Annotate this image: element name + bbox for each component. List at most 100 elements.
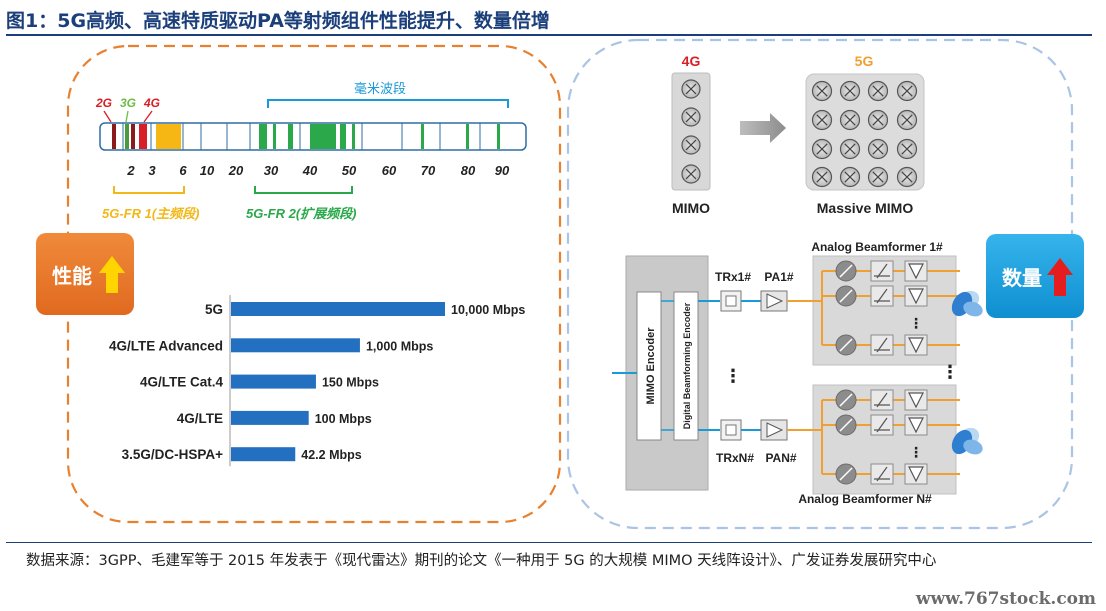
mimo-4g-elements xyxy=(681,79,701,184)
performance-badge-label: 性能 xyxy=(52,264,92,288)
row-ellipsis: ⋮ xyxy=(909,315,923,331)
category-label: 4G/LTE xyxy=(177,411,223,426)
value-label: 100 Mbps xyxy=(315,412,372,426)
speed-chart: 5G 10,000 Mbps 4G/LTE Advanced 1,000 Mbps 4G… xyxy=(109,295,525,467)
figure-canvas: 毫米波段 2G 3G 4G xyxy=(36,38,1084,530)
right-panel-border xyxy=(566,38,1074,530)
watermark: www.767stock.com xyxy=(915,589,1096,609)
band-mm3 xyxy=(288,124,293,149)
category-label: 4G/LTE Advanced xyxy=(109,338,223,353)
freq-tick: 6 xyxy=(179,163,187,178)
speed-bar xyxy=(231,410,309,425)
speed-bar xyxy=(231,374,316,389)
title-divider xyxy=(6,34,1092,36)
value-label: 42.2 Mbps xyxy=(301,448,361,462)
value-label: 1,000 Mbps xyxy=(366,339,433,353)
digital-encoder-box xyxy=(673,291,699,441)
spectrum-dividers xyxy=(122,123,481,150)
band-mm9 xyxy=(497,124,500,149)
freq-tick: 60 xyxy=(382,163,397,178)
fr2-label: 5G-FR 2(扩展频段) xyxy=(246,206,357,221)
label-5g: 5G xyxy=(855,53,874,69)
right-panel: 4G MIMO 5G Massive MIMO 数量 MIMO Encoder … xyxy=(566,38,1084,530)
up-arrow-icon xyxy=(1047,258,1073,296)
value-label: 150 Mbps xyxy=(322,376,379,390)
fr1-bracket xyxy=(113,186,185,194)
row-ellipsis: ⋮ xyxy=(909,444,923,460)
freq-tick: 70 xyxy=(421,163,436,178)
pan-label: PAN# xyxy=(765,451,796,465)
quantity-badge: 数量 xyxy=(986,234,1084,318)
performance-badge: 性能 xyxy=(36,233,134,315)
category-label: 3.5G/DC-HSPA+ xyxy=(122,447,224,462)
abf-top-label: Analog Beamformer 1# xyxy=(811,240,943,254)
source-divider xyxy=(6,542,1092,543)
pa1-label: PA1# xyxy=(764,270,793,284)
freq-tick: 3 xyxy=(148,163,156,178)
spectrum-bands xyxy=(112,124,500,149)
antenna-icon xyxy=(951,290,983,317)
gen-pointer-4g xyxy=(143,110,153,123)
fr2-bracket xyxy=(254,186,353,194)
band-mm5 xyxy=(340,124,346,149)
antenna-icon xyxy=(951,427,983,455)
gen-label-3g: 3G xyxy=(120,96,136,110)
band-mm1 xyxy=(259,124,267,149)
freq-tick: 40 xyxy=(302,163,318,178)
mimo-encoder-label: MIMO Encoder xyxy=(645,327,657,405)
band-3g xyxy=(125,124,129,149)
freq-tick: 2 xyxy=(126,163,135,178)
speed-bar xyxy=(231,447,296,462)
abf-bottom: ⋮ xyxy=(787,384,960,495)
band-mm7 xyxy=(421,124,424,149)
quantity-badge-label: 数量 xyxy=(1002,266,1042,290)
freq-tick: 10 xyxy=(200,163,215,178)
digital-encoder-label: Digital Beamforming Encoder xyxy=(682,302,692,429)
abf-top: ⋮ xyxy=(787,255,960,366)
right-arrow-icon xyxy=(740,113,786,143)
band-mm2 xyxy=(273,124,276,149)
label-4g: 4G xyxy=(682,53,701,69)
freq-tick: 50 xyxy=(342,163,357,178)
trx1-label: TRx1# xyxy=(715,270,751,284)
left-panel-border xyxy=(66,44,562,524)
band-4g-b xyxy=(139,124,147,149)
chain-ellipsis: ⋮ xyxy=(724,366,742,386)
abf-ellipsis: ⋮ xyxy=(941,362,959,382)
speed-bar xyxy=(231,338,360,353)
band-2g xyxy=(112,124,116,149)
freq-tick: 30 xyxy=(264,163,279,178)
band-fr1 xyxy=(156,124,181,149)
gen-pointer-3g xyxy=(125,110,129,123)
band-mm8 xyxy=(466,124,469,149)
gen-pointer-2g xyxy=(103,110,112,123)
speed-bar xyxy=(231,302,445,316)
band-4g-a xyxy=(131,124,135,149)
freq-tick: 20 xyxy=(228,163,244,178)
band-mm6 xyxy=(352,124,355,149)
mimo-encoder-box xyxy=(636,291,662,441)
mimo-4g-panel xyxy=(671,72,711,191)
gen-label-4g: 4G xyxy=(143,96,160,110)
freq-tick: 90 xyxy=(495,163,510,178)
left-panel: 毫米波段 2G 3G 4G xyxy=(36,44,562,524)
value-label: 10,000 Mbps xyxy=(451,303,525,317)
mimo-label: MIMO xyxy=(672,200,710,216)
mimo-5g-panel xyxy=(805,73,925,191)
abf-bottom-label: Analog Beamformer N# xyxy=(798,492,932,506)
mimo-5g-elements xyxy=(811,80,918,188)
category-label: 4G/LTE Cat.4 xyxy=(140,375,224,390)
massive-mimo-label: Massive MIMO xyxy=(817,200,914,216)
source-note: 数据来源：3GPP、毛建军等于 2015 年发表于《现代雷达》期刊的论文《一种用… xyxy=(26,553,937,569)
up-arrow-icon xyxy=(99,256,125,293)
figure-title: 图1：5G高频、高速特质驱动PA等射频组件性能提升、数量倍增 xyxy=(6,10,550,32)
gen-label-2g: 2G xyxy=(95,96,112,110)
mmwave-bracket xyxy=(267,99,509,108)
band-mm4 xyxy=(310,124,336,149)
frequency-ticks: 2 3 6 10 20 30 40 50 60 70 80 90 xyxy=(126,163,510,178)
trxn-label: TRxN# xyxy=(716,451,754,465)
mmwave-label: 毫米波段 xyxy=(354,81,406,96)
category-label: 5G xyxy=(205,302,223,317)
fr1-label: 5G-FR 1(主频段) xyxy=(102,206,200,221)
freq-tick: 80 xyxy=(461,163,476,178)
